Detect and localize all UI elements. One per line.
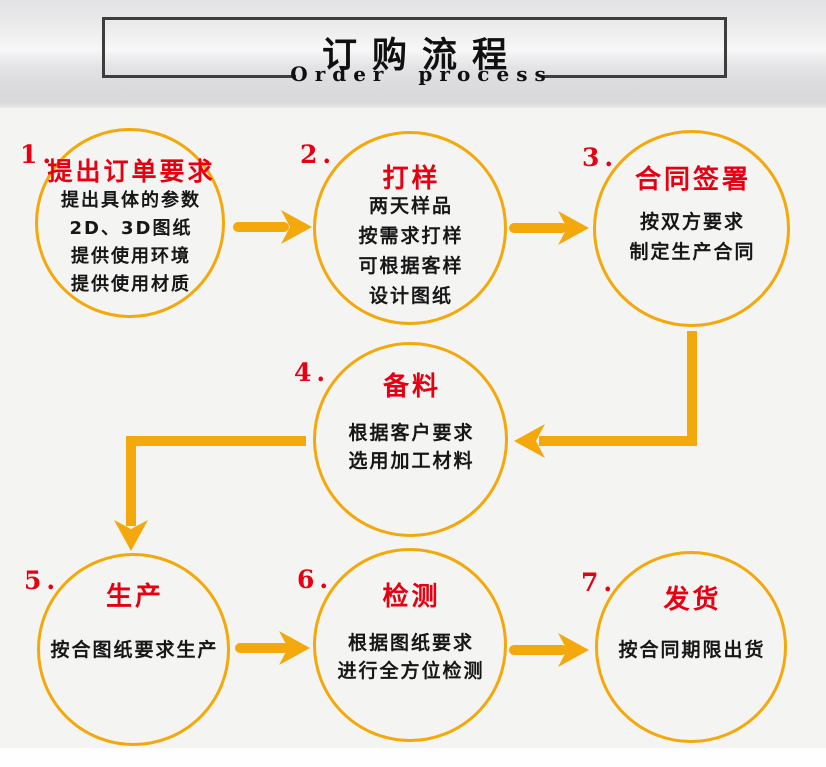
step-4-title: 备料 — [382, 372, 441, 402]
step-detail-line: 按合图纸要求生产 — [50, 639, 219, 661]
step-5-number: 5. — [24, 566, 61, 595]
arrow-step5-step6 — [235, 631, 310, 665]
step-5-title: 生产 — [105, 582, 164, 612]
arrow-step4-step5 — [114, 436, 306, 551]
step-detail-line: 按合同期限出货 — [618, 639, 766, 661]
step-detail-line: 根据客户要求 — [348, 422, 475, 444]
page-title: 订购流程 — [321, 35, 522, 76]
step-detail-line: 设计图纸 — [368, 285, 453, 307]
step-3-details: 按双方要求 制定生产合同 — [596, 207, 787, 267]
step-detail-line: 两天样品 — [368, 195, 453, 217]
step-6-details: 根据图纸要求 进行全方位检测 — [316, 629, 504, 685]
step-detail-line: 按双方要求 — [639, 211, 745, 233]
step-detail-line: 进行全方位检测 — [337, 660, 485, 682]
step-1-circle: 提出订单要求 提出具体的参数 2D、3D图纸 提供使用环境 提供使用材质 — [35, 128, 225, 318]
step-1-number: 1. — [20, 140, 57, 169]
title-box-bottom-line-right — [543, 75, 727, 78]
title-box: 订购流程 — [102, 17, 727, 78]
step-detail-line: 按需求打样 — [358, 225, 464, 247]
step-3-number: 3. — [582, 143, 619, 172]
step-4-number: 4. — [294, 358, 331, 387]
arrow-step3-step4 — [514, 331, 697, 458]
step-detail-line: 提供使用环境 — [71, 246, 191, 267]
arrow-step1-step2 — [233, 210, 312, 244]
step-7-circle: 发货 按合同期限出货 — [595, 551, 787, 743]
step-7-details: 按合同期限出货 — [598, 635, 784, 665]
step-detail-line: 提出具体的参数 — [61, 190, 201, 211]
step-2-title: 打样 — [382, 164, 441, 194]
step-6-number: 6. — [297, 565, 334, 594]
step-1-title: 提出订单要求 — [47, 157, 216, 186]
arrow-step6-step7 — [509, 633, 589, 667]
page-subtitle: Order process — [290, 62, 553, 86]
step-detail-line: 2D、3D图纸 — [69, 218, 193, 239]
step-4-details: 根据客户要求 选用加工材料 — [316, 419, 505, 475]
step-detail-line: 根据图纸要求 — [347, 632, 474, 654]
step-6-circle: 检测 根据图纸要求 进行全方位检测 — [313, 548, 507, 742]
step-6-title: 检测 — [382, 582, 441, 612]
step-4-circle: 备料 根据客户要求 选用加工材料 — [313, 342, 508, 537]
title-box-bottom-line-left — [102, 75, 296, 78]
step-1-details: 提出具体的参数 2D、3D图纸 提供使用环境 提供使用材质 — [38, 187, 222, 299]
step-5-details: 按合图纸要求生产 — [40, 635, 227, 665]
step-5-circle: 生产 按合图纸要求生产 — [37, 553, 230, 746]
footer-strip — [0, 748, 826, 767]
step-detail-line: 选用加工材料 — [348, 450, 475, 472]
step-2-circle: 打样 两天样品 按需求打样 可根据客样 设计图纸 — [313, 131, 507, 325]
step-detail-line: 提供使用材质 — [71, 274, 191, 295]
step-detail-line: 制定生产合同 — [629, 241, 756, 263]
step-3-title: 合同签署 — [634, 165, 751, 195]
header-band: 订购流程 Order process — [0, 0, 826, 108]
step-2-details: 两天样品 按需求打样 可根据客样 设计图纸 — [316, 191, 504, 311]
step-7-title: 发货 — [663, 585, 722, 615]
step-7-number: 7. — [581, 568, 618, 597]
arrow-step2-step3 — [509, 211, 589, 245]
step-2-number: 2. — [300, 140, 337, 169]
step-3-circle: 合同签署 按双方要求 制定生产合同 — [593, 130, 790, 327]
step-detail-line: 可根据客样 — [358, 255, 464, 277]
